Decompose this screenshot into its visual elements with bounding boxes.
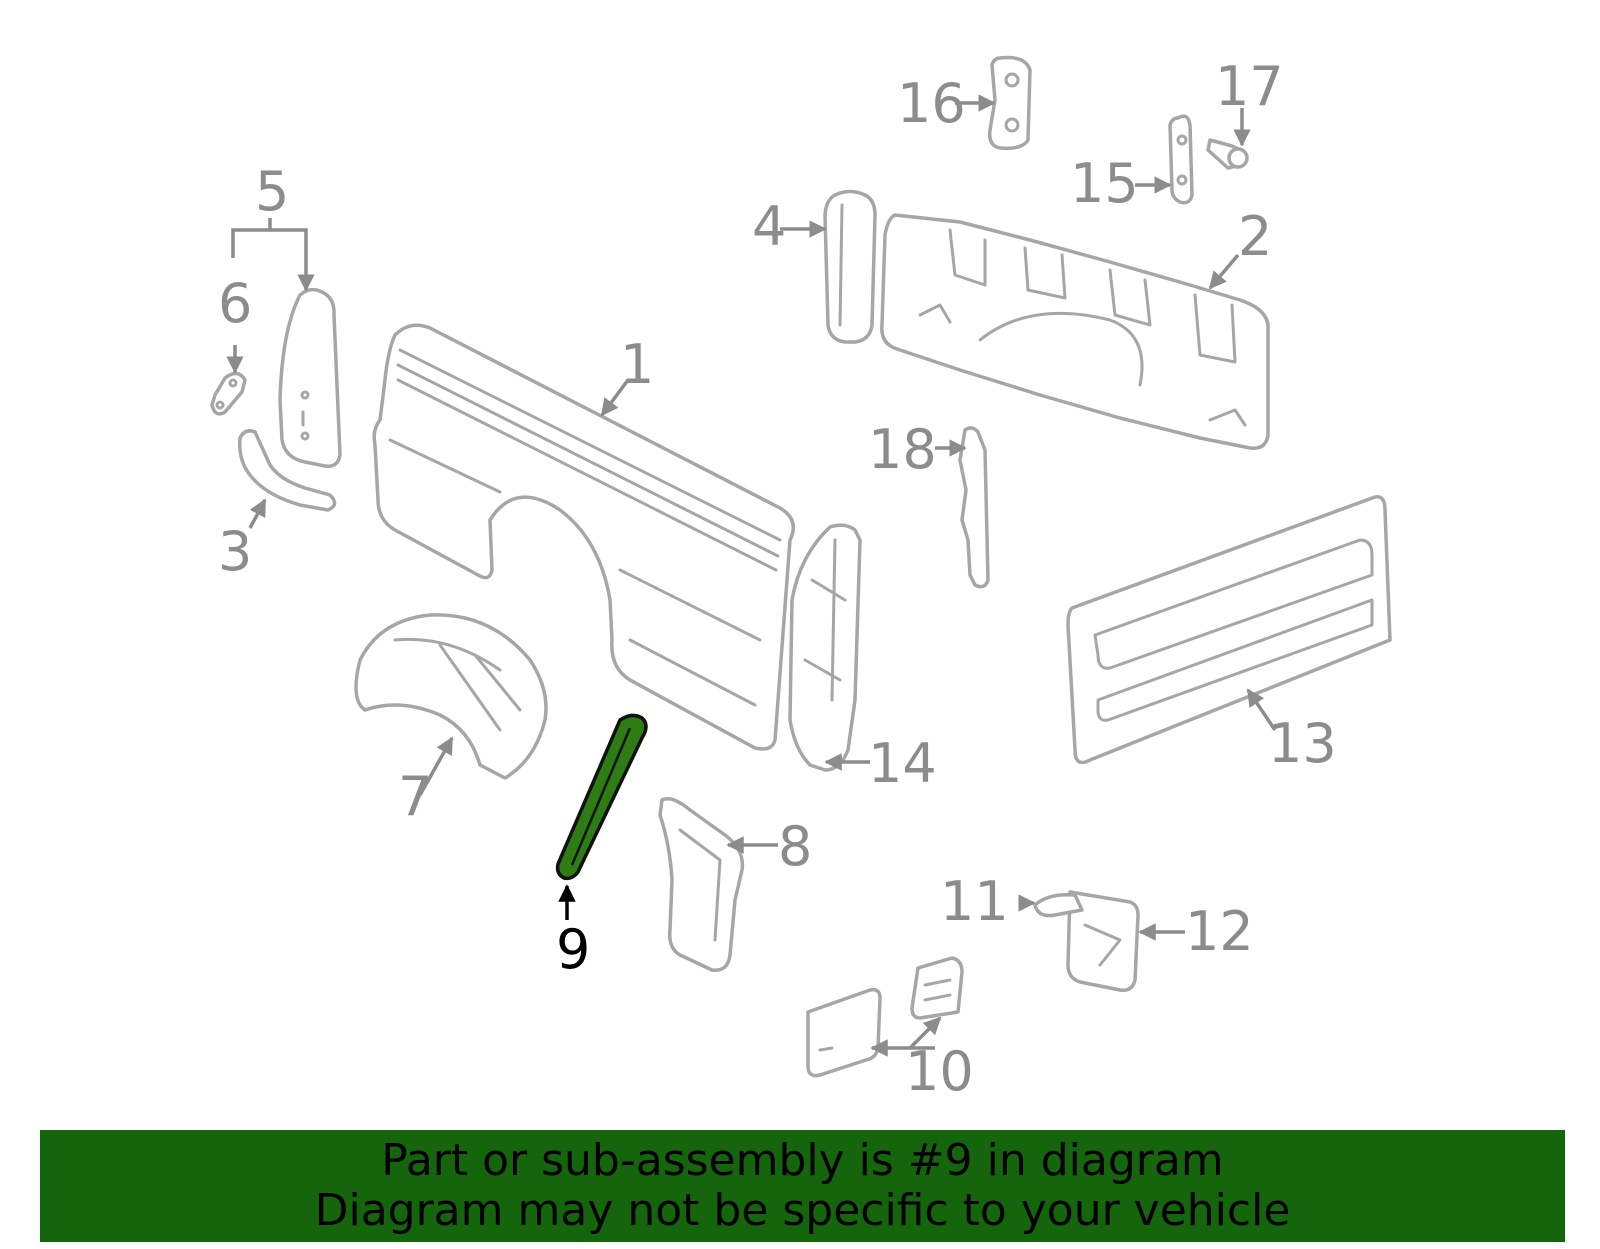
label-5: 5 (255, 160, 289, 223)
part-1-bed-side-panel (372, 323, 796, 751)
label-2: 2 (1238, 205, 1272, 268)
part-8-brace (658, 797, 745, 972)
part-17-bolt (1206, 138, 1249, 170)
banner-line-2: Diagram may not be specific to your vehi… (314, 1185, 1291, 1236)
label-15: 15 (1070, 152, 1139, 215)
label-18: 18 (868, 418, 937, 481)
label-12: 12 (1185, 900, 1254, 963)
part-4-corner-cap (823, 189, 877, 344)
parts-diagram: 1 2 3 4 5 6 (210, 55, 1392, 1103)
part-5-pillar (278, 287, 342, 469)
part-15-hinge-plate (1168, 114, 1194, 205)
label-6: 6 (218, 272, 252, 335)
part-18-strip (958, 426, 990, 589)
part-6-clip (210, 371, 247, 416)
label-8: 8 (778, 815, 812, 878)
part-3-bracket (237, 429, 337, 512)
label-9: 9 (556, 918, 590, 981)
part-2-front-panel (880, 213, 1270, 450)
label-11: 11 (940, 870, 1009, 933)
banner-line-1: Part or sub-assembly is #9 in diagram (381, 1135, 1224, 1186)
label-13: 13 (1268, 712, 1337, 775)
part-16-striker (987, 55, 1032, 151)
label-3: 3 (218, 520, 252, 583)
label-16: 16 (897, 72, 966, 135)
label-1: 1 (620, 333, 654, 396)
label-4: 4 (752, 195, 786, 258)
part-14-corner-post (788, 523, 862, 772)
label-17: 17 (1215, 55, 1284, 118)
info-banner: Part or sub-assembly is #9 in diagram Di… (40, 1130, 1565, 1242)
label-14: 14 (868, 732, 937, 795)
part-10-bracket (910, 956, 964, 1020)
part-11-hinge-bracket (1033, 892, 1084, 918)
part-9-support-bar (555, 713, 648, 881)
part-13-tailgate (1066, 495, 1392, 765)
part-7-wheelhouse (354, 613, 548, 780)
part-10-cover-plate (806, 987, 882, 1078)
label-7: 7 (398, 765, 432, 828)
part-12-plate (1066, 890, 1140, 993)
label-10: 10 (905, 1040, 974, 1103)
